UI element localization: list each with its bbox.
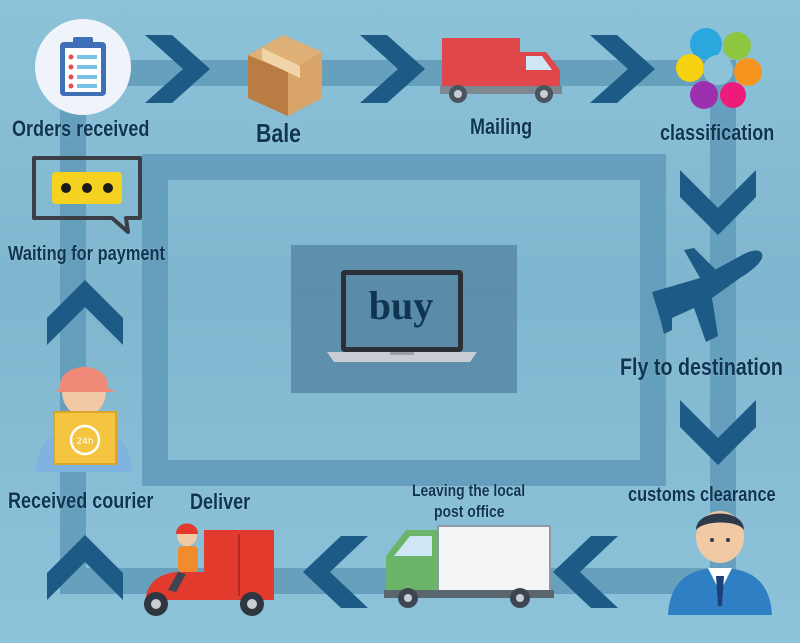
truck-icon [440,38,562,103]
center-label: buy [368,283,434,328]
chat-bubble-icon [32,156,142,234]
arrow-down-2 [680,400,756,465]
step-deliver-label: Deliver [190,489,251,514]
step-customs-clearance-label: customs clearance [628,484,776,506]
inner-frame [142,154,666,486]
arrow-down-1 [680,170,756,235]
svg-text:24h: 24h [76,437,93,447]
officer-icon [668,511,772,615]
box-icon [248,35,322,116]
arrow-up-1 [47,535,123,600]
arrow-up-2 [47,280,123,345]
step-classification-label: classification [660,120,775,145]
arrow-right-3 [590,35,655,103]
scooter-icon [144,523,274,616]
delivery-van-icon [384,525,554,608]
laptop-icon [327,270,477,362]
arrow-right-2 [360,35,425,103]
airplane-icon [652,248,763,342]
courier-icon: 24h [36,367,132,472]
step-orders-received-label: Orders received [12,116,150,141]
flower-icon [676,28,762,109]
step-received-courier-label: Received courier [8,488,154,513]
step-waiting-for-payment-label: Waiting for payment [8,243,166,265]
arrow-right-1 [145,35,210,103]
step-leaving-local-label-line2: post office [434,502,505,521]
step-bale-label: Bale [256,118,302,148]
arrow-left-1 [553,536,618,608]
clipboard-icon [35,19,131,115]
step-fly-to-destination-label: Fly to destination [620,354,783,381]
step-mailing-label: Mailing [470,114,533,139]
step-leaving-local-label-line1: Leaving the local [412,481,526,500]
arrow-left-2 [303,536,368,608]
